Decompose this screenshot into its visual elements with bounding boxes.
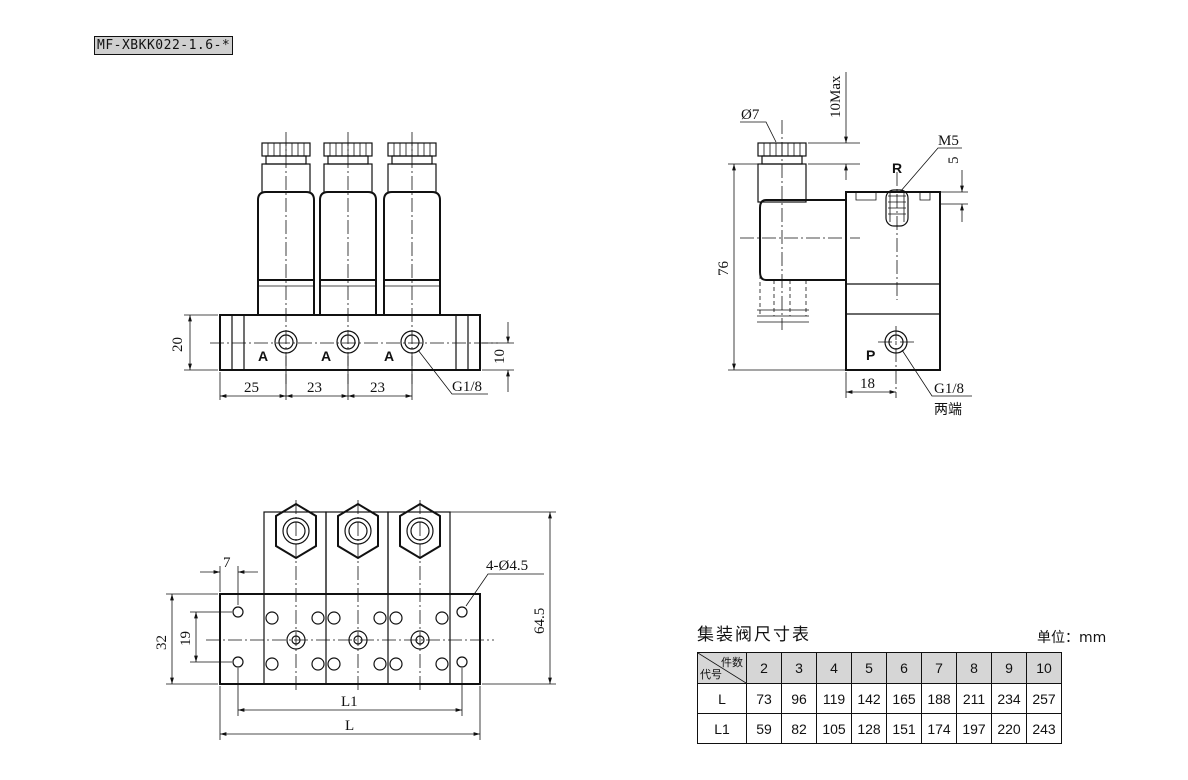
column-header: 10 <box>1026 652 1062 684</box>
top-view: 7 4-Ø4.5 32 19 64.5 L1 L <box>154 500 556 740</box>
dim-64-5: 64.5 <box>532 608 548 634</box>
column-header: 9 <box>991 652 1027 684</box>
row-label: L <box>697 683 747 714</box>
dim-l: L <box>345 718 354 734</box>
table-cell: 165 <box>886 683 922 714</box>
column-header: 7 <box>921 652 957 684</box>
dim-diameter: Ø7 <box>741 107 760 123</box>
column-header: 8 <box>956 652 992 684</box>
unit-label: 单位：mm <box>1037 630 1107 646</box>
dim-76: 76 <box>716 261 732 277</box>
dim-l1: L1 <box>341 694 358 710</box>
valve-coils <box>257 163 441 316</box>
front-view: A A A 20 10 25 23 23 G1/8 <box>170 132 514 400</box>
table-cell: 105 <box>816 713 852 744</box>
table-cell: 151 <box>886 713 922 744</box>
table-cell: 174 <box>921 713 957 744</box>
dim-spacing: 23 <box>370 380 385 396</box>
column-header: 4 <box>816 652 852 684</box>
manifold-plate <box>219 593 481 685</box>
column-header: 6 <box>886 652 922 684</box>
table-cell: 59 <box>746 713 782 744</box>
dim-thread-m5: M5 <box>938 133 959 149</box>
bolt-holes <box>265 611 449 671</box>
port-circles <box>274 330 424 354</box>
thread-label: G1/8 <box>452 379 482 395</box>
corner-label-code: 代号 <box>700 668 722 681</box>
table-cell: 220 <box>991 713 1027 744</box>
dim-32: 32 <box>154 635 170 650</box>
hex-caps <box>263 502 451 595</box>
column-header: 5 <box>851 652 887 684</box>
table-row: L 73 96 119 142 165 188 211 234 257 <box>697 683 1062 714</box>
thread-label: G1/8 <box>934 381 964 397</box>
dim-5: 5 <box>946 157 962 165</box>
table-cell: 197 <box>956 713 992 744</box>
dim-spacing: 23 <box>307 380 322 396</box>
table-cell: 257 <box>1026 683 1062 714</box>
table-cell: 73 <box>746 683 782 714</box>
table-cell: 211 <box>956 683 992 714</box>
port-label-p: P <box>866 347 875 363</box>
table-cell: 96 <box>781 683 817 714</box>
dim-18: 18 <box>860 376 875 392</box>
table-title: 集装阀尺寸表 <box>697 625 811 645</box>
table-cell: 119 <box>816 683 852 714</box>
port-label-a: A <box>321 348 331 364</box>
table-header-row: 件数 代号 2 3 4 5 6 7 8 9 10 <box>697 652 1062 684</box>
table-corner-cell: 件数 代号 <box>697 652 747 684</box>
valve-caps <box>261 142 437 165</box>
manifold-body <box>219 314 481 371</box>
table-cell: 142 <box>851 683 887 714</box>
dim-spacing: 25 <box>244 380 259 396</box>
dim-holes: 4-Ø4.5 <box>486 558 528 574</box>
dim-19: 19 <box>178 631 194 646</box>
port-label-a: A <box>258 348 268 364</box>
port-label-r: R <box>892 160 902 176</box>
dim-port-height: 10 <box>492 349 508 364</box>
size-table: 件数 代号 2 3 4 5 6 7 8 9 10 L 73 96 119 142… <box>697 652 1062 744</box>
model-code-label: MF-XBKK022-1.6-* <box>94 36 234 55</box>
table-cell: 128 <box>851 713 887 744</box>
side-view: 10Max Ø7 R M5 5 76 P <box>716 72 972 418</box>
row-label: L1 <box>697 713 747 744</box>
thread-note: 两端 <box>934 402 962 418</box>
dim-7: 7 <box>223 555 231 571</box>
table-cell: 243 <box>1026 713 1062 744</box>
corner-label-count: 件数 <box>721 656 743 669</box>
dim-max: 10Max <box>828 75 844 118</box>
column-header: 2 <box>746 652 782 684</box>
corner-diagonal <box>698 653 746 683</box>
table-cell: 188 <box>921 683 957 714</box>
table-cell: 82 <box>781 713 817 744</box>
table-row: L1 59 82 105 128 151 174 197 220 243 <box>697 713 1062 744</box>
port-label-a: A <box>384 348 394 364</box>
column-header: 3 <box>781 652 817 684</box>
dim-height: 20 <box>170 337 186 352</box>
table-cell: 234 <box>991 683 1027 714</box>
